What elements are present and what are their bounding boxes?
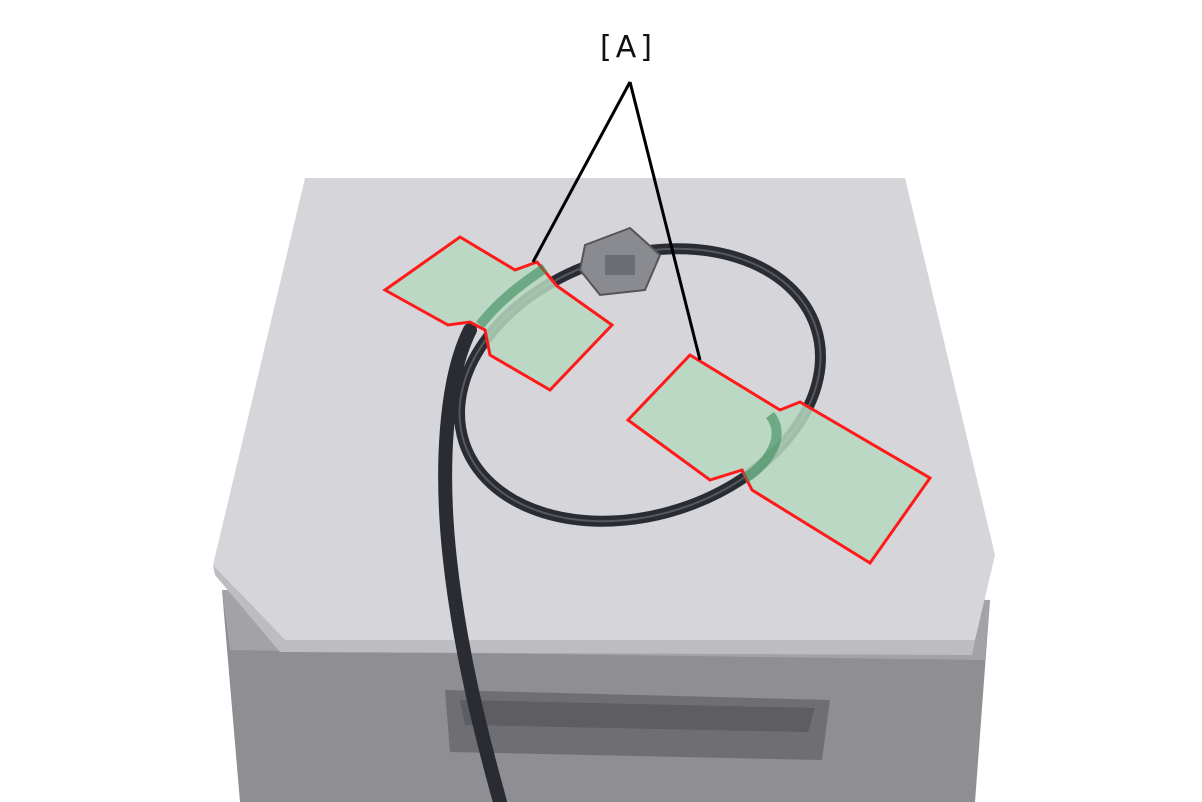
callout-label: [A] <box>600 30 656 65</box>
cabinet-top-edge <box>213 565 975 655</box>
tape-left <box>382 235 615 392</box>
tape-left-cable-section <box>476 263 548 329</box>
tape-right <box>625 353 933 566</box>
connector <box>578 226 662 297</box>
callout-leaders <box>531 81 702 361</box>
drawer-handle-inner <box>460 700 815 732</box>
